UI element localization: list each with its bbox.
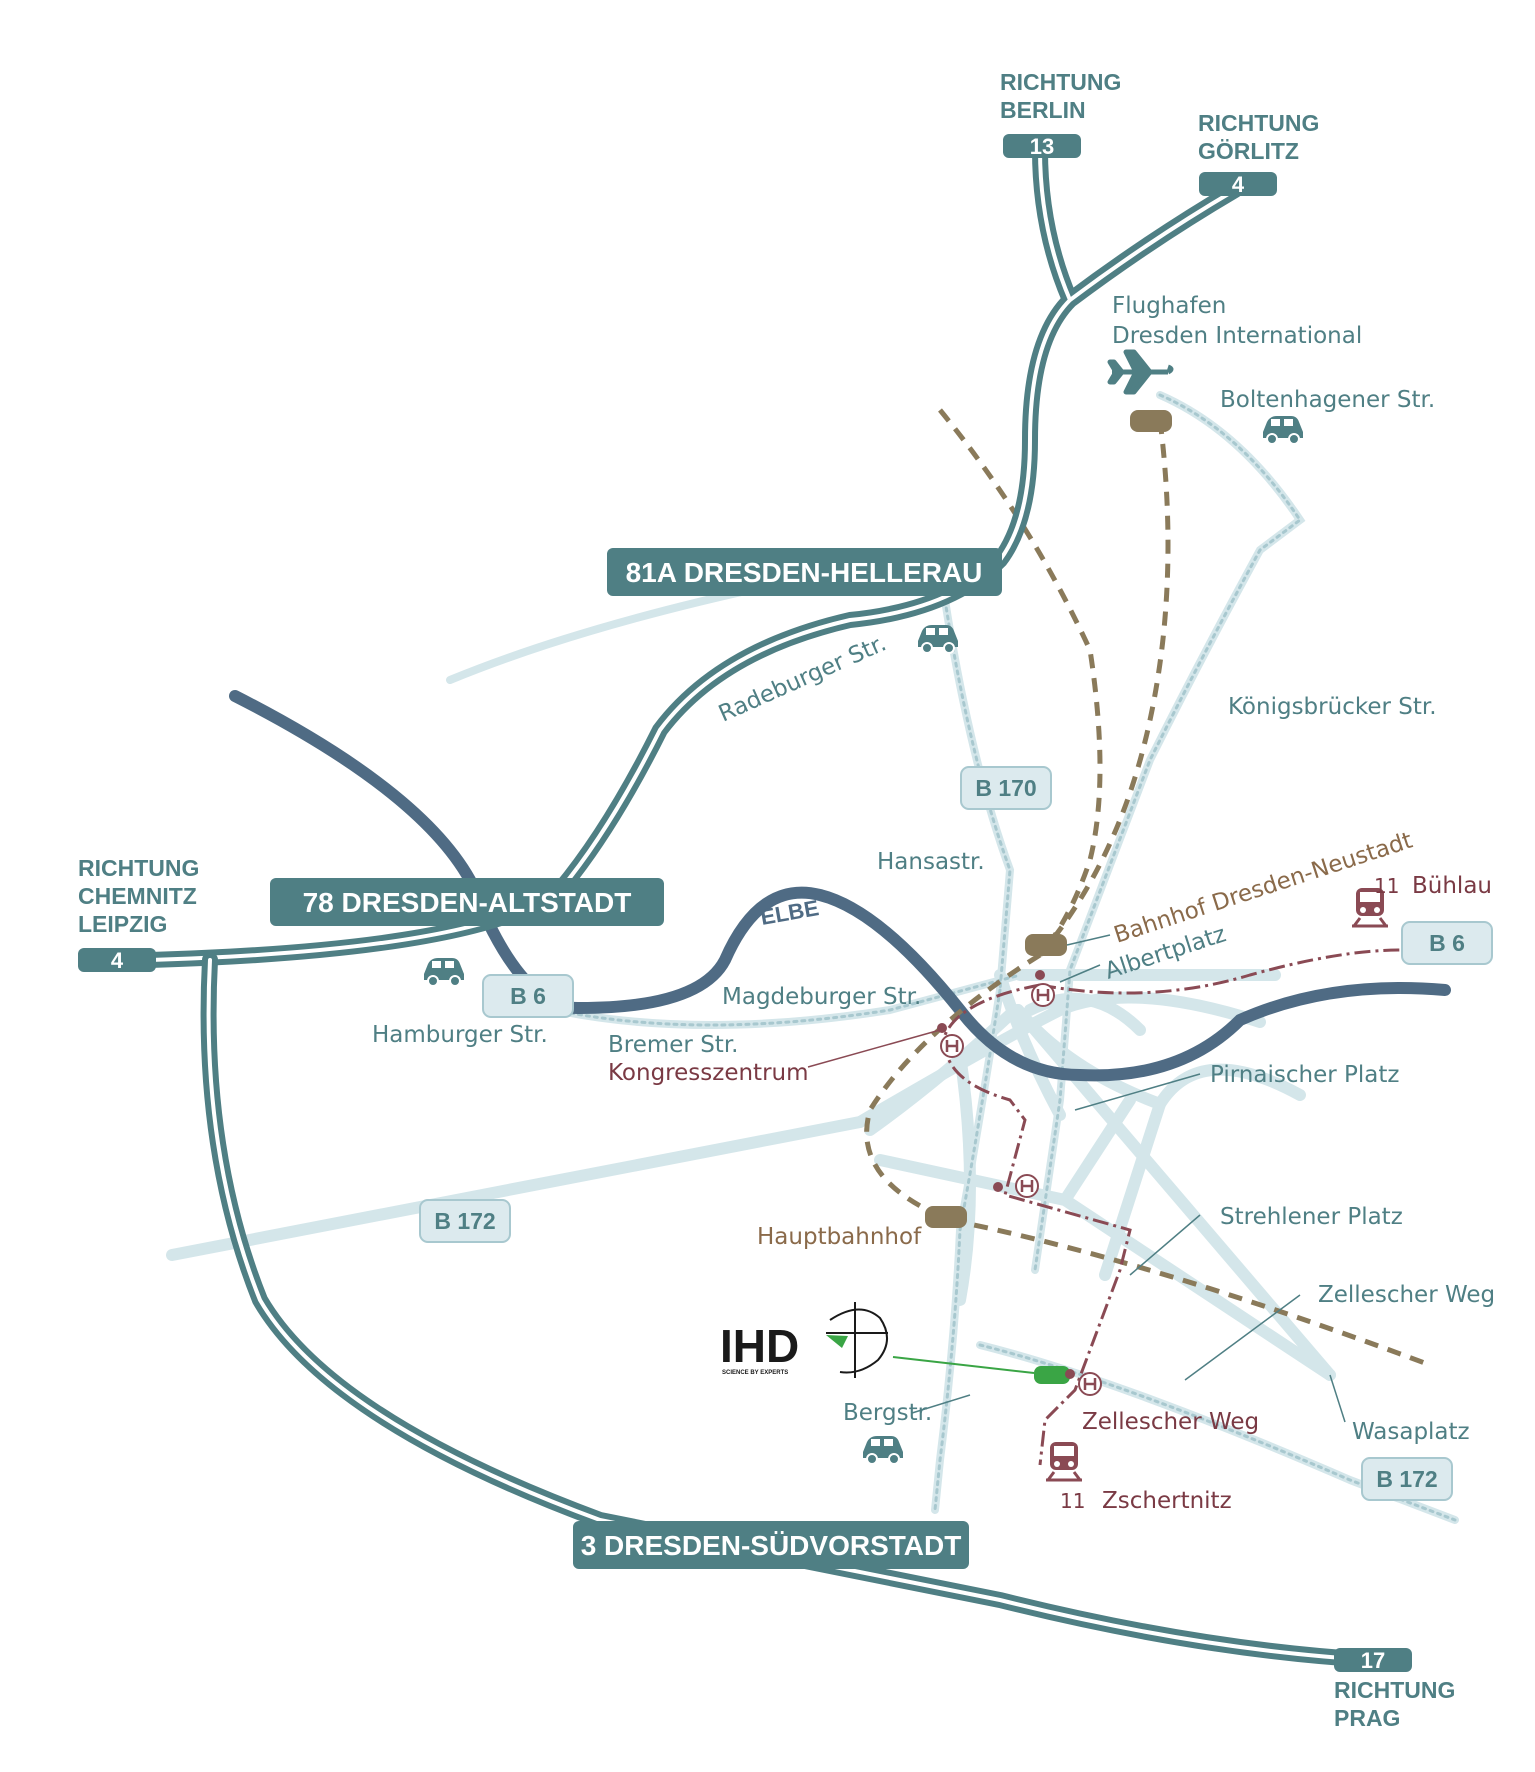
direction-berlin: RICHTUNG BERLIN 13 <box>1000 69 1121 159</box>
station-marker-hauptbahnhof <box>925 1206 967 1228</box>
street-label: Königsbrücker Str. <box>1228 694 1437 720</box>
ihd-location-marker <box>1034 1366 1070 1384</box>
tram-stop-dot <box>937 1023 947 1033</box>
svg-text:3 DRESDEN-SÜDVORSTADT: 3 DRESDEN-SÜDVORSTADT <box>581 1530 962 1561</box>
street-label: Magdeburger Str. <box>722 984 921 1010</box>
ihd-leader <box>892 1356 1035 1374</box>
rail-lines <box>864 408 1431 1368</box>
exit-suedvorstadt: 3 DRESDEN-SÜDVORSTADT <box>573 1521 969 1569</box>
tram-stop-icon <box>1014 1173 1040 1199</box>
svg-text:Flughafen: Flughafen <box>1112 293 1226 319</box>
svg-text:RICHTUNG: RICHTUNG <box>78 855 199 881</box>
svg-text:81A DRESDEN-HELLERAU: 81A DRESDEN-HELLERAU <box>626 557 983 588</box>
direction-chemnitz: RICHTUNG CHEMNITZ LEIPZIG 4 <box>78 855 199 973</box>
kongress-leader <box>807 1029 941 1068</box>
tram-stop-icon <box>1077 1371 1103 1397</box>
station-marker-neustadt <box>1025 934 1067 956</box>
street-label: Strehlener Platz <box>1220 1204 1403 1230</box>
svg-text:B 6: B 6 <box>510 983 546 1009</box>
street-label: Hansastr. <box>877 849 985 875</box>
svg-text:RICHTUNG: RICHTUNG <box>1000 69 1121 95</box>
tram-destination: Bühlau <box>1412 873 1492 899</box>
city-streets <box>166 969 1336 1381</box>
svg-text:Dresden International: Dresden International <box>1112 323 1362 349</box>
tram-number: 11 <box>1374 874 1399 898</box>
svg-text:RICHTUNG: RICHTUNG <box>1334 1677 1455 1703</box>
svg-text:78 DRESDEN-ALTSTADT: 78 DRESDEN-ALTSTADT <box>303 887 632 918</box>
street-label: Bremer Str. <box>608 1032 738 1058</box>
svg-text:B 172: B 172 <box>434 1208 495 1234</box>
street-label: Pirnaischer Platz <box>1210 1062 1399 1088</box>
svg-text:B 6: B 6 <box>1429 930 1465 956</box>
leader-lines <box>911 934 1346 1423</box>
svg-text:RICHTUNG: RICHTUNG <box>1198 110 1319 136</box>
car-icon <box>917 624 959 654</box>
car-icon <box>1262 415 1304 445</box>
direction-prag: 17 RICHTUNG PRAG <box>1334 1648 1455 1731</box>
exit-altstadt: 78 DRESDEN-ALTSTADT <box>270 878 664 926</box>
train-icon <box>1044 1440 1084 1482</box>
svg-text:CHEMNITZ: CHEMNITZ <box>78 883 197 909</box>
road-13-shield: 13 <box>1030 134 1054 159</box>
road-4-east-shield: 4 <box>1232 172 1245 197</box>
road-17-shield: 17 <box>1361 1648 1385 1673</box>
svg-text:GÖRLITZ: GÖRLITZ <box>1198 138 1299 164</box>
svg-text:BERLIN: BERLIN <box>1000 97 1086 123</box>
tram-stop-dot <box>993 1182 1003 1192</box>
tram-stop-icon <box>1030 982 1056 1008</box>
tram-destination: Zschertnitz <box>1102 1488 1232 1514</box>
street-label: Wasaplatz <box>1352 1419 1470 1445</box>
exit-hellerau: 81A DRESDEN-HELLERAU <box>607 548 1002 596</box>
dotted-roads-overlay <box>553 393 1457 1522</box>
b6-east-shield: B 6 <box>1401 921 1493 965</box>
tram-stop-dot <box>1065 1369 1075 1379</box>
svg-text:IHD: IHD <box>720 1320 799 1372</box>
street-label: Zellescher Weg <box>1318 1282 1495 1308</box>
station-label-hauptbahnhof: Hauptbahnhof <box>757 1224 922 1250</box>
station-label-zellescher: Zellescher Weg <box>1082 1409 1259 1435</box>
tram-stop-dot <box>1035 970 1045 980</box>
airport: Flughafen Dresden International <box>1107 293 1362 395</box>
car-icon <box>862 1435 904 1465</box>
station-label-kongress: Kongresszentrum <box>608 1060 809 1086</box>
b172-west-shield: B 172 <box>419 1199 511 1243</box>
svg-text:B 172: B 172 <box>1376 1466 1437 1492</box>
ihd-logo: IHD SCIENCE BY EXPERTS <box>720 1302 888 1378</box>
airplane-icon <box>1107 349 1174 395</box>
street-label: Bergstr. <box>843 1400 932 1426</box>
street-label: Radeburger Str. <box>715 630 890 727</box>
b172-east-shield: B 172 <box>1361 1457 1453 1501</box>
tram-number: 11 <box>1060 1489 1085 1513</box>
station-marker-airport <box>1130 410 1172 432</box>
direction-goerlitz: RICHTUNG GÖRLITZ 4 <box>1198 110 1319 197</box>
street-label: Boltenhagener Str. <box>1220 387 1435 413</box>
svg-text:PRAG: PRAG <box>1334 1705 1400 1731</box>
tram-stop-icon <box>939 1033 965 1059</box>
svg-text:B 170: B 170 <box>975 775 1036 801</box>
svg-text:SCIENCE BY EXPERTS: SCIENCE BY EXPERTS <box>722 1370 788 1376</box>
svg-text:LEIPZIG: LEIPZIG <box>78 911 167 937</box>
road-4-west-shield: 4 <box>111 948 124 973</box>
b6-west-shield: B 6 <box>482 974 574 1018</box>
street-label: Hamburger Str. <box>372 1022 548 1048</box>
b170-shield: B 170 <box>960 766 1052 810</box>
car-icon <box>423 957 465 987</box>
